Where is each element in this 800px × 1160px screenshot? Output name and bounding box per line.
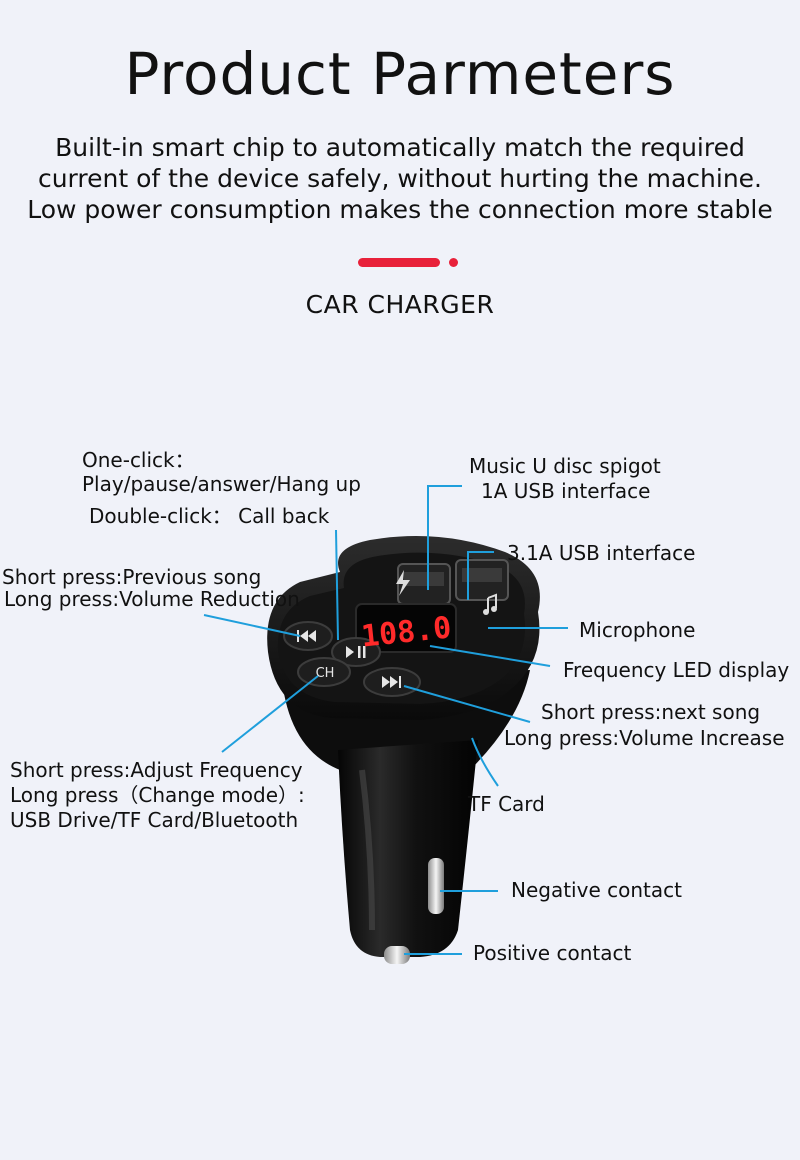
page-title: Product Parmeters [124,40,676,108]
description-line-1: Built-in smart chip to automatically mat… [55,133,745,162]
description-line-2: current of the device safely, without hu… [37,164,763,193]
label-music-port-line2: 1A USB interface [481,479,651,503]
lightning-icon [396,570,410,596]
play-pause-button [331,637,381,667]
section-subtitle: CAR CHARGER [305,290,495,319]
label-negative-contact: Negative contact [511,878,682,902]
label-one-click-title: One-click： [82,448,195,472]
description-line-3: Low power consumption makes the connecti… [27,195,773,224]
label-microphone: Microphone [579,618,696,642]
play-pause-icon [346,646,366,658]
label-one-click-actions: Play/pause/answer/Hang up [82,472,361,496]
label-usb-3-1a: 3.1A USB interface [507,541,696,565]
label-music-port-line1: Music U disc spigot [469,454,661,478]
label-ch-long: Long press（Change mode）: [10,783,305,807]
label-prev-long: Long press:Volume Reduction [4,587,300,611]
charger-head [267,536,540,720]
accent-dot [449,258,458,267]
negative-contact [428,858,444,914]
description: Built-in smart chip to automatically mat… [0,132,800,225]
label-led-display: Frequency LED display [563,658,790,682]
label-tf-card: TF Card [468,792,545,816]
charger-barrel [338,740,478,957]
accent-bar [358,258,440,267]
label-next-long: Long press:Volume Increase [504,726,785,750]
label-positive-contact: Positive contact [473,941,632,965]
callout-lines [203,485,568,955]
label-next-short: Short press:next song [541,700,761,724]
positive-contact [384,946,410,964]
label-prev-short: Short press:Previous song [2,565,262,589]
label-double-click: Double-click： Call back [89,504,330,528]
label-ch-modes: USB Drive/TF Card/Bluetooth [10,808,299,832]
ch-button [297,657,351,687]
led-panel [355,603,457,653]
ch-button-label: CH [316,666,335,681]
next-track-icon [382,676,401,688]
label-ch-short: Short press:Adjust Frequency [10,758,303,782]
music-note-icon [483,593,497,615]
